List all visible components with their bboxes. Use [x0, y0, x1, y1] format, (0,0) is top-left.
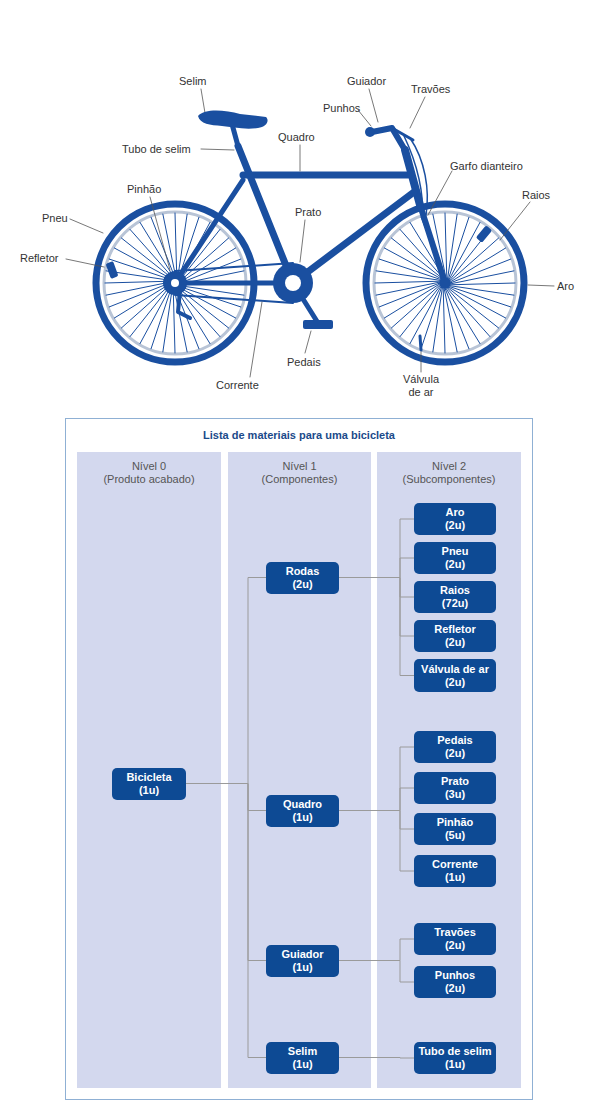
component-box: Aro(2u)	[414, 503, 496, 535]
level-heading: Nível 1	[228, 460, 371, 473]
component-text: (2u)	[445, 676, 465, 689]
tree-connector	[339, 961, 414, 983]
part-label: Raios	[522, 189, 550, 202]
part-label: Pinhão	[127, 183, 161, 196]
level-heading: Nível 0	[77, 460, 221, 473]
component-text: (1u)	[445, 1058, 465, 1071]
part-label: Prato	[295, 206, 321, 219]
component-box: Travões(2u)	[414, 923, 496, 955]
part-label: Aro	[557, 280, 574, 293]
part-label: Quadro	[278, 131, 315, 144]
part-label: Pedais	[287, 356, 321, 369]
component-box: Pedais(2u)	[414, 731, 496, 763]
tree-connector	[339, 558, 414, 578]
component-box: Rodas(2u)	[266, 562, 339, 594]
component-box: Tubo de selim(1u)	[414, 1042, 496, 1074]
component-text: Prato	[441, 775, 469, 788]
component-box: Quadro(1u)	[266, 795, 339, 827]
part-label: Punhos	[323, 102, 360, 115]
level-heading: (Produto acabado)	[77, 473, 221, 486]
tree-connector	[339, 578, 414, 637]
component-box: Pneu(2u)	[414, 542, 496, 574]
level-column: Nível 1(Componentes)Rodas(2u)Quadro(1u)G…	[228, 452, 371, 1088]
component-text: Aro	[446, 506, 465, 519]
component-text: Raios	[440, 584, 470, 597]
part-label: Travões	[411, 83, 450, 96]
tree-connector	[339, 747, 414, 811]
component-text: (1u)	[139, 784, 159, 797]
component-text: Corrente	[432, 858, 478, 871]
component-box: Válvula de ar(2u)	[414, 659, 496, 692]
part-label: Tubo de selim	[122, 143, 191, 156]
component-box: Guiador(1u)	[266, 945, 339, 977]
component-text: Selim	[288, 1045, 317, 1058]
part-label: Garfo dianteiro	[450, 160, 523, 173]
tree-connector	[339, 811, 414, 830]
tree-connector	[339, 788, 414, 811]
bicycle-illustration	[0, 0, 598, 410]
component-text: Válvula de ar	[421, 663, 489, 676]
component-text: Tubo de selim	[418, 1045, 491, 1058]
component-text: Refletor	[434, 623, 476, 636]
diagram-title: Lista de materiais para uma bicicleta	[65, 429, 533, 441]
component-text: Punhos	[435, 969, 475, 982]
component-box: Bicicleta(1u)	[112, 768, 186, 800]
component-text: (1u)	[445, 871, 465, 884]
component-text: (1u)	[292, 961, 312, 974]
component-text: Pinhão	[437, 816, 474, 829]
tree-connector	[339, 811, 414, 872]
component-text: (1u)	[292, 811, 312, 824]
tree-connector	[186, 784, 266, 1058]
tree-connector	[186, 578, 266, 784]
component-text: (2u)	[445, 558, 465, 571]
component-text: (72u)	[442, 597, 468, 610]
tree-connector	[186, 784, 266, 961]
tree-connector	[339, 578, 414, 598]
level-heading: (Subcomponentes)	[377, 473, 521, 486]
part-label: Válvula de ar	[398, 373, 444, 399]
tree-connector	[339, 578, 414, 676]
level-heading: Nível 2	[377, 460, 521, 473]
component-box: Prato(3u)	[414, 772, 496, 804]
tree-connector	[339, 1057, 414, 1059]
part-label: Refletor	[20, 252, 59, 265]
component-text: Pneu	[442, 545, 469, 558]
component-text: (5u)	[445, 829, 465, 842]
component-text: (2u)	[292, 578, 312, 591]
level-column: Nível 2(Subcomponentes)Aro(2u)Pneu(2u)Ra…	[377, 452, 521, 1088]
component-text: Quadro	[283, 798, 322, 811]
component-box: Corrente(1u)	[414, 855, 496, 887]
component-box: Refletor(2u)	[414, 620, 496, 652]
component-text: (3u)	[445, 788, 465, 801]
component-text: (1u)	[292, 1058, 312, 1071]
component-text: (2u)	[445, 939, 465, 952]
part-label: Guiador	[347, 75, 386, 88]
component-box: Pinhão(5u)	[414, 813, 496, 845]
tree-connector	[339, 939, 414, 961]
tree-connector	[186, 784, 266, 811]
level-heading: (Componentes)	[228, 473, 371, 486]
part-label: Corrente	[216, 379, 259, 392]
component-text: Travões	[434, 926, 476, 939]
component-box: Raios(72u)	[414, 581, 496, 613]
component-box: Selim(1u)	[266, 1042, 339, 1074]
component-text: Pedais	[437, 734, 472, 747]
part-label: Selim	[179, 75, 207, 88]
component-box: Punhos(2u)	[414, 966, 496, 998]
component-text: (2u)	[445, 747, 465, 760]
component-text: Bicicleta	[126, 771, 171, 784]
part-label: Pneu	[42, 212, 68, 225]
level-column: Nível 0(Produto acabado) Bicicleta(1u)	[77, 452, 221, 1088]
component-text: (2u)	[445, 636, 465, 649]
component-text: (2u)	[445, 982, 465, 995]
tree-connector	[339, 519, 414, 578]
component-text: Guiador	[281, 948, 323, 961]
component-text: Rodas	[286, 565, 320, 578]
component-text: (2u)	[445, 519, 465, 532]
